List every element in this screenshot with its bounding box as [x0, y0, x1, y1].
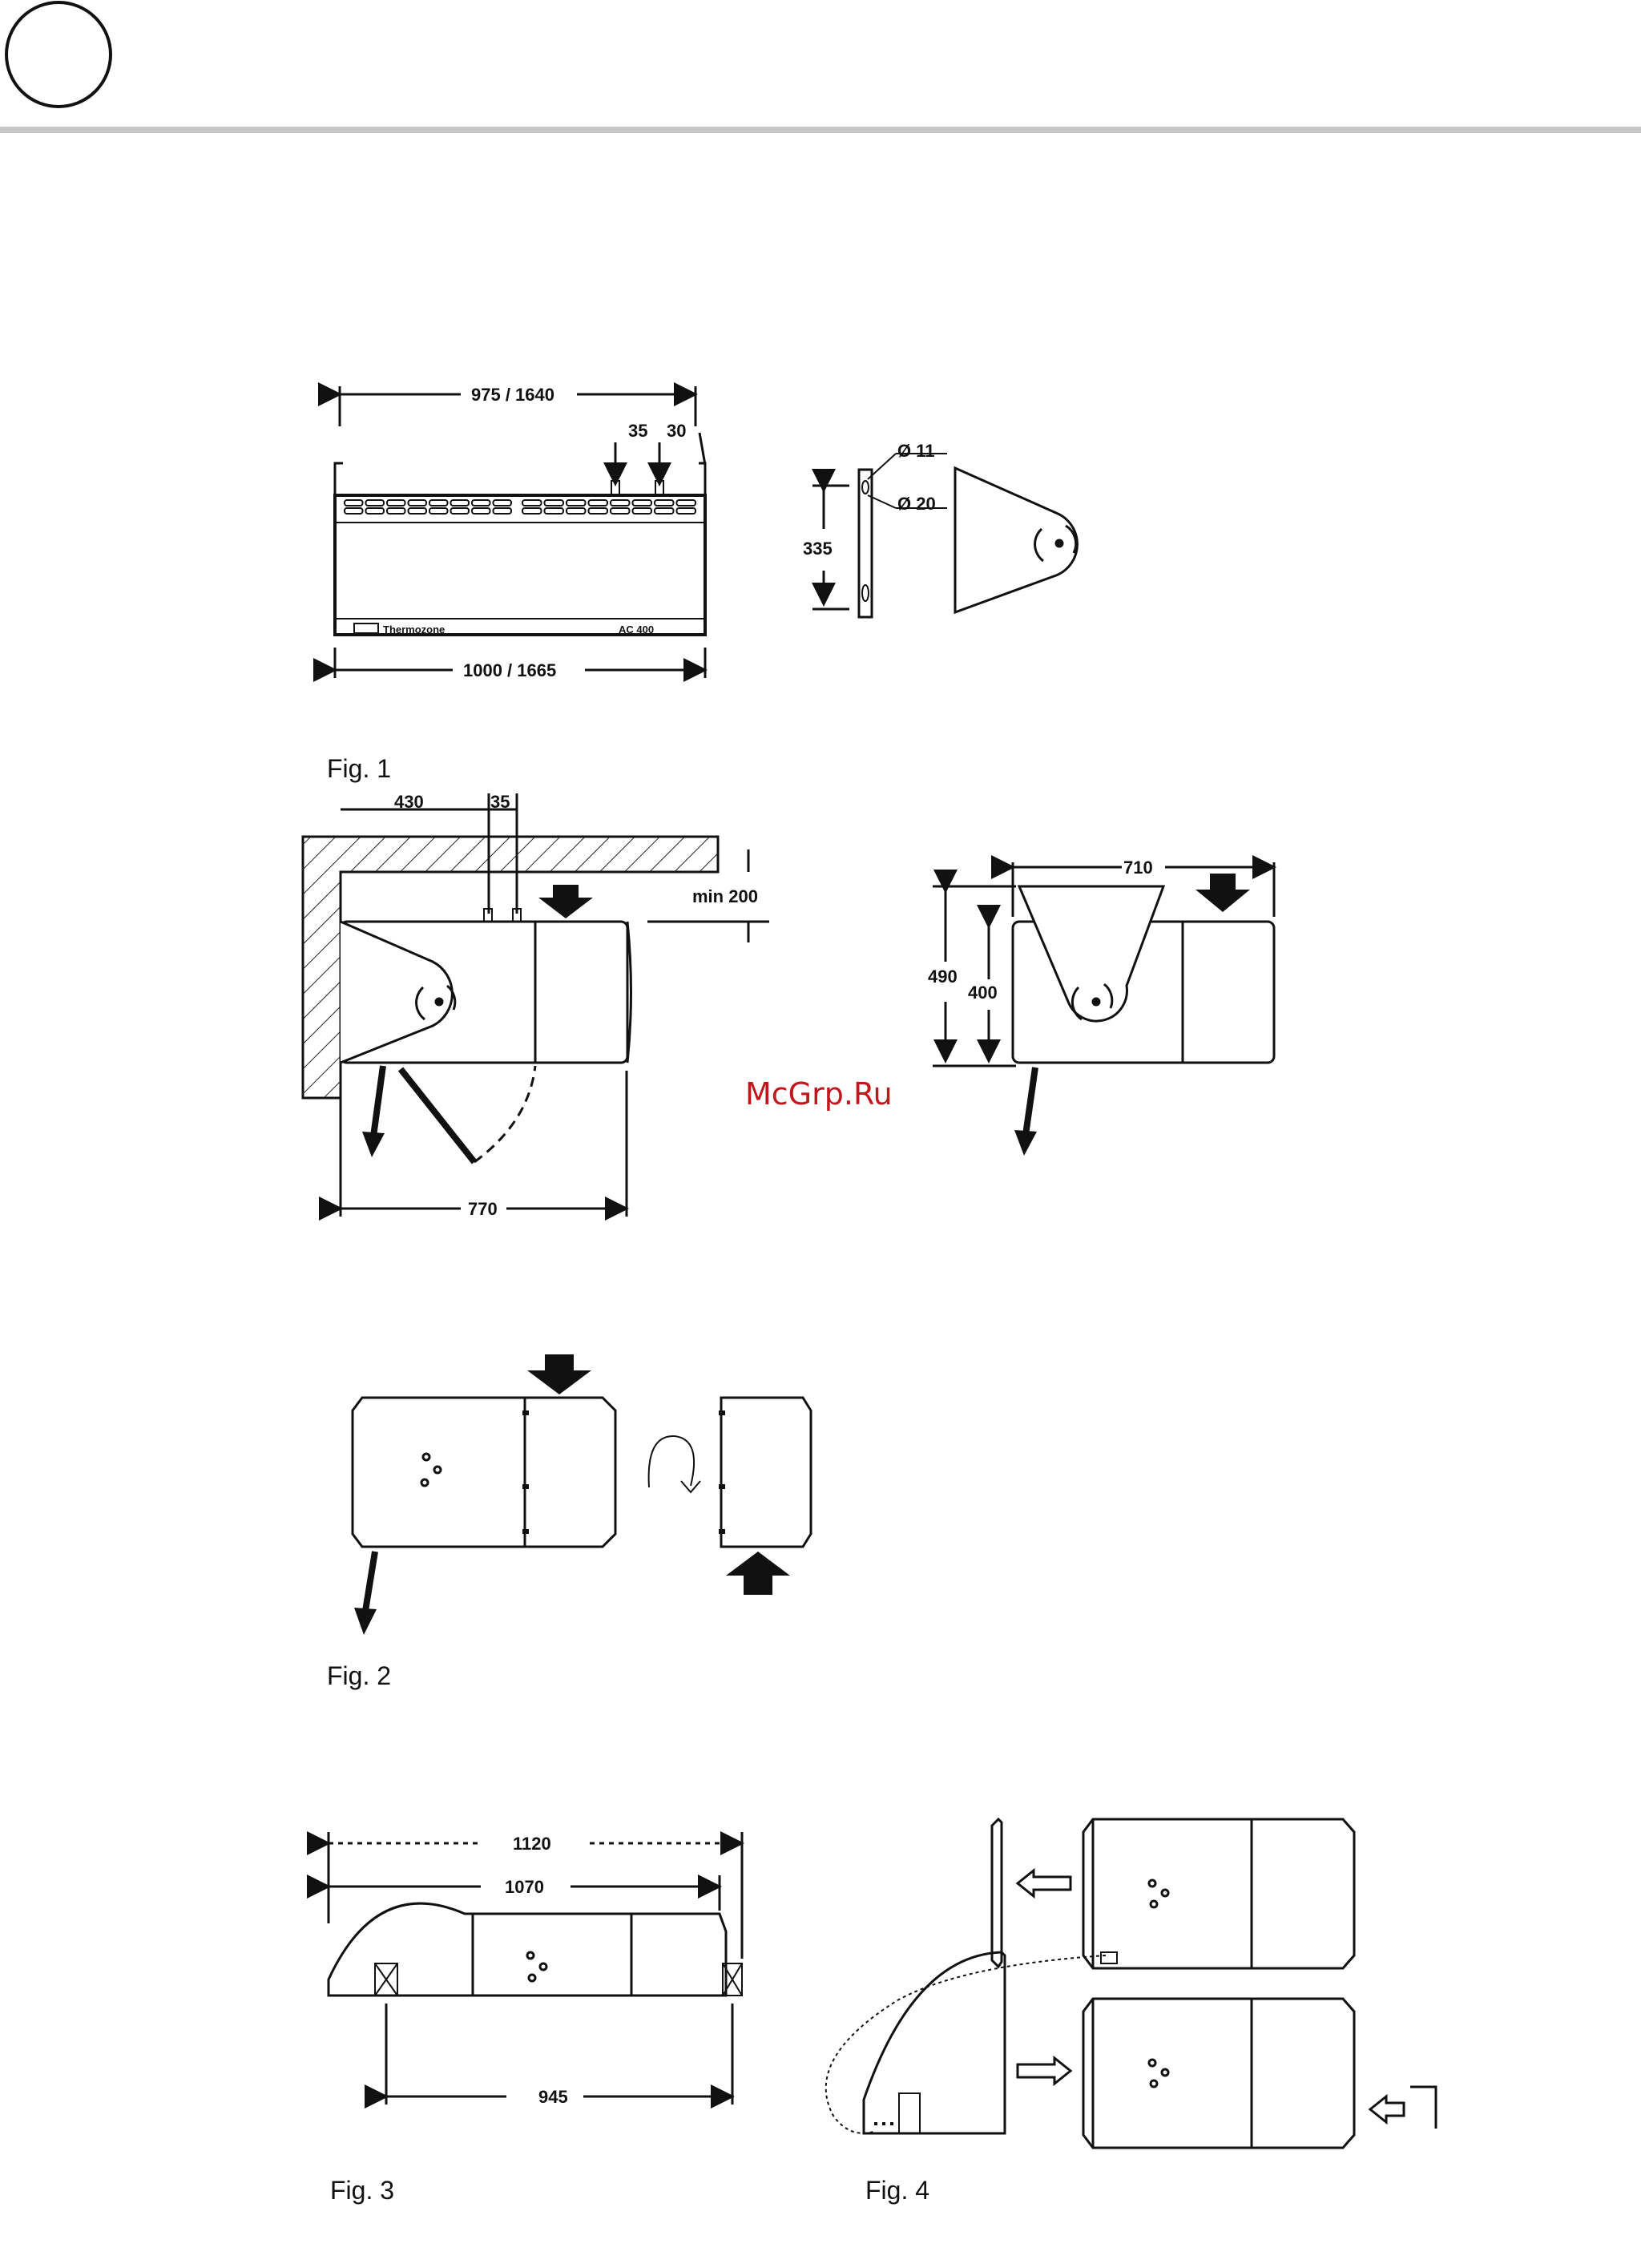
dim-35-top: 35: [628, 421, 647, 441]
ceiling-discharge-arrow: [1014, 1067, 1037, 1156]
fig2-unit-body: [353, 1398, 811, 1547]
dim-335: 335: [803, 539, 833, 559]
grille-slot: [545, 508, 564, 514]
fig2-intake-arrow-rotated: [726, 1552, 790, 1595]
wall-intake-arrow: [538, 885, 593, 918]
grille-slot: [522, 508, 542, 514]
grille-slot: [451, 500, 470, 506]
dim-1000-1665: 1000 / 1665: [463, 660, 556, 680]
grille-slot: [472, 500, 490, 506]
fig4-assembly: [826, 1819, 1436, 2148]
grille-slot: [633, 508, 652, 514]
grille-slot: [494, 508, 512, 514]
grille-slot: [366, 508, 385, 514]
grille-slot: [566, 508, 586, 514]
fig3-label: Fig. 3: [330, 2176, 394, 2205]
brand-name: Thermozone: [383, 623, 445, 636]
fig2-intake-arrow: [527, 1354, 591, 1394]
grille-slot: [387, 508, 405, 514]
grille-slot: [655, 500, 674, 506]
dim-min-200: min 200: [692, 886, 758, 906]
grille-slot: [566, 500, 586, 506]
dim-490: 490: [928, 967, 958, 987]
grille-slot: [409, 508, 427, 514]
fig1-front-grille: [345, 500, 696, 514]
dim-945: 945: [538, 2087, 568, 2107]
grille-slot: [589, 500, 608, 506]
grille-slot: [429, 500, 448, 506]
language-badge-circle: [6, 2, 111, 107]
model-name: AC 400: [619, 623, 654, 636]
dim-1120: 1120: [513, 1834, 551, 1854]
grille-slot: [429, 508, 448, 514]
grille-slot: [677, 508, 696, 514]
grille-slot: [494, 500, 512, 506]
header-rule: [0, 127, 1641, 133]
grille-slot: [366, 500, 385, 506]
dim-400: 400: [968, 983, 998, 1003]
fig2-fasteners: [522, 1410, 725, 1534]
grille-slot: [387, 500, 405, 506]
dim-430: 430: [394, 792, 424, 812]
fig4-screws: [874, 2122, 893, 2125]
grille-slot: [611, 508, 630, 514]
grille-slot: [655, 508, 674, 514]
grille-slot: [409, 500, 427, 506]
dim-35-wall: 35: [490, 792, 510, 812]
hole-11-label: Ø 11: [897, 441, 934, 461]
dim-975-1640: 975 / 1640: [471, 385, 554, 405]
wall-discharge-arrow: [362, 1066, 385, 1157]
watermark: McGrp.Ru: [745, 1076, 893, 1112]
fig1-mounting-bracket: [812, 454, 1077, 617]
grille-slot: [451, 508, 470, 514]
grille-slot: [472, 508, 490, 514]
ceiling-intake-arrow: [1195, 874, 1250, 912]
grille-slot: [522, 500, 542, 506]
grille-slot: [677, 500, 696, 506]
grille-slot: [633, 500, 652, 506]
dim-1070: 1070: [505, 1877, 544, 1897]
grille-slot: [589, 508, 608, 514]
fig2-label: Fig. 2: [327, 1661, 391, 1690]
grille-slot: [545, 500, 564, 506]
dim-30-top: 30: [667, 421, 686, 441]
fig4-label: Fig. 4: [865, 2176, 929, 2205]
brand-logo: [354, 623, 378, 633]
fig2-discharge-arrow: [354, 1552, 377, 1635]
grille-slot: [611, 500, 630, 506]
grille-slot: [345, 508, 363, 514]
fig1-label: Fig. 1: [327, 754, 391, 783]
dim-710: 710: [1123, 858, 1153, 878]
grille-slot: [345, 500, 363, 506]
fig3-side-view: [329, 1832, 742, 2105]
dim-770: 770: [468, 1199, 498, 1219]
hole-20-label: Ø 20: [897, 494, 936, 514]
